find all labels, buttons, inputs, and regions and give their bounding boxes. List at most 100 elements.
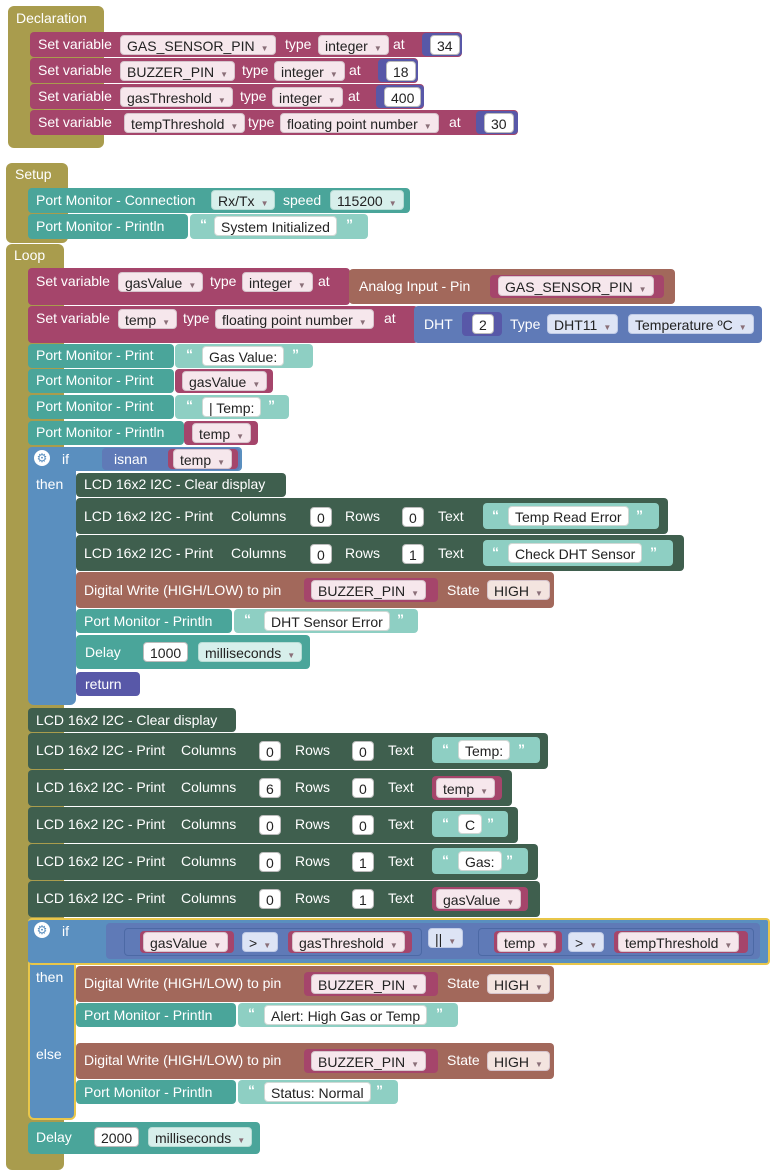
string-input[interactable]: Check DHT Sensor [508,543,643,563]
variable-name-dropdown[interactable]: gasThreshold▼ [120,87,233,107]
delay-input[interactable]: 1000 [143,642,189,662]
variable-value: gasThreshold [299,935,384,951]
column-input[interactable]: 0 [310,544,332,564]
port-monitor-println[interactable] [76,609,232,633]
dht-pin-input[interactable]: 2 [472,314,494,334]
row-input[interactable]: 0 [352,815,374,835]
string-input[interactable]: | Temp: [202,397,262,417]
variable-name-dropdown[interactable]: BUZZER_PIN▼ [120,61,236,81]
gear-icon[interactable]: ⚙ [34,922,50,938]
string-input[interactable]: Status: Normal [264,1082,371,1102]
column-input[interactable]: 6 [259,778,281,798]
logic-operator-dropdown[interactable]: ||▼ [428,928,464,948]
quote-open-icon: “ [244,611,251,627]
state-label: State [447,582,480,598]
column-input[interactable]: 0 [259,741,281,761]
string-input[interactable]: Temp Read Error [508,506,629,526]
variable-name-dropdown[interactable]: tempThreshold▼ [124,113,246,133]
variable-dropdown[interactable]: gasValue▼ [436,889,522,909]
row-input[interactable]: 1 [402,544,424,564]
at-label: at [318,273,330,289]
row-input[interactable]: 0 [402,507,424,527]
return-label: return [85,676,122,692]
number-input[interactable]: 30 [484,113,514,133]
operator-dropdown[interactable]: >▼ [242,932,279,952]
string-input[interactable]: DHT Sensor Error [264,611,390,631]
type-dropdown[interactable]: floating point number▼ [280,113,439,133]
variable-dropdown[interactable]: gasThreshold▼ [292,932,405,952]
return-block[interactable] [76,672,140,696]
quote-close-icon: ” [292,346,299,362]
number-input[interactable]: 18 [386,61,416,81]
port-monitor-print[interactable] [28,369,174,393]
variable-dropdown[interactable]: temp▼ [192,423,252,443]
row-input[interactable]: 0 [352,741,374,761]
row-input[interactable]: 0 [352,778,374,798]
measure-value: Temperature ºC [635,317,733,333]
variable-dropdown[interactable]: temp▼ [497,932,557,952]
column-input[interactable]: 0 [259,852,281,872]
state-dropdown[interactable]: HIGH▼ [487,974,550,994]
delay-label: Delay [36,1129,72,1145]
lcd-clear-display[interactable] [28,708,236,732]
logic-operator-value: || [435,931,443,947]
pin-dropdown[interactable]: BUZZER_PIN▼ [311,580,427,600]
port-monitor-print[interactable] [28,395,174,419]
variable-name-dropdown[interactable]: gasValue▼ [118,272,204,292]
port-monitor-println[interactable] [28,421,184,445]
lcd-clear-display[interactable] [76,473,286,497]
variable-name-dropdown[interactable]: GAS_SENSOR_PIN▼ [120,35,276,55]
type-dropdown[interactable]: floating point number▼ [215,309,374,329]
variable-dropdown[interactable]: tempThreshold▼ [618,932,740,952]
speed-dropdown[interactable]: 115200▼ [330,190,404,210]
variable-dropdown[interactable]: gasValue▼ [182,371,268,391]
delay-unit-dropdown[interactable]: milliseconds▼ [148,1127,253,1147]
state-dropdown[interactable]: HIGH▼ [487,580,550,600]
variable-name-dropdown[interactable]: temp▼ [118,309,178,329]
delay-unit-dropdown[interactable]: milliseconds▼ [198,642,303,662]
number-input[interactable]: 34 [430,35,460,55]
type-dropdown[interactable]: integer▼ [272,87,343,107]
column-input[interactable]: 0 [310,507,332,527]
loop-title: Loop [14,247,46,263]
string-input[interactable]: Alert: High Gas or Temp [264,1005,428,1025]
type-dropdown[interactable]: integer▼ [242,272,313,292]
row-input[interactable]: 1 [352,889,374,909]
state-dropdown[interactable]: HIGH▼ [487,1051,550,1071]
speed-label: speed [283,192,322,208]
string-input[interactable]: C [458,814,483,834]
variable-dropdown[interactable]: temp▼ [173,449,233,469]
port-monitor-println[interactable] [76,1080,236,1104]
variable-dropdown[interactable]: temp▼ [436,778,496,798]
set-variable-label: Set variable [38,88,112,104]
quote-open-icon: “ [248,1082,255,1098]
port-monitor-println[interactable] [76,1003,236,1027]
port-dropdown[interactable]: Rx/Tx▼ [211,190,276,210]
type-dropdown[interactable]: integer▼ [318,35,389,55]
type-dropdown[interactable]: integer▼ [274,61,345,81]
columns-label: Columns [181,742,237,758]
delay-input[interactable]: 2000 [94,1127,140,1147]
connection-label: Port Monitor - Connection [36,192,196,208]
pin-dropdown[interactable]: GAS_SENSOR_PIN▼ [498,276,654,296]
column-input[interactable]: 0 [259,889,281,909]
number-input[interactable]: 400 [384,87,422,107]
row-input[interactable]: 1 [352,852,374,872]
string-input[interactable]: Gas: [458,851,502,871]
gear-icon[interactable]: ⚙ [34,450,50,466]
string-input[interactable]: System Initialized [214,216,337,236]
pin-dropdown[interactable]: BUZZER_PIN▼ [311,974,427,994]
string-input[interactable]: Temp: [458,740,511,760]
column-input[interactable]: 0 [259,815,281,835]
dht-type-dropdown[interactable]: DHT11▼ [547,314,619,334]
string-input[interactable]: Gas Value: [202,346,285,366]
operator-dropdown[interactable]: >▼ [568,932,605,952]
measure-dropdown[interactable]: Temperature ºC▼ [628,314,754,334]
if-block-isnan[interactable] [28,447,76,705]
port-monitor-println[interactable] [28,214,188,239]
variable-dropdown[interactable]: gasValue▼ [143,932,229,952]
port-monitor-print[interactable] [28,344,174,368]
dht-label: DHT [424,316,453,332]
pin-dropdown[interactable]: BUZZER_PIN▼ [311,1051,427,1071]
set-variable-label: Set variable [38,114,112,130]
